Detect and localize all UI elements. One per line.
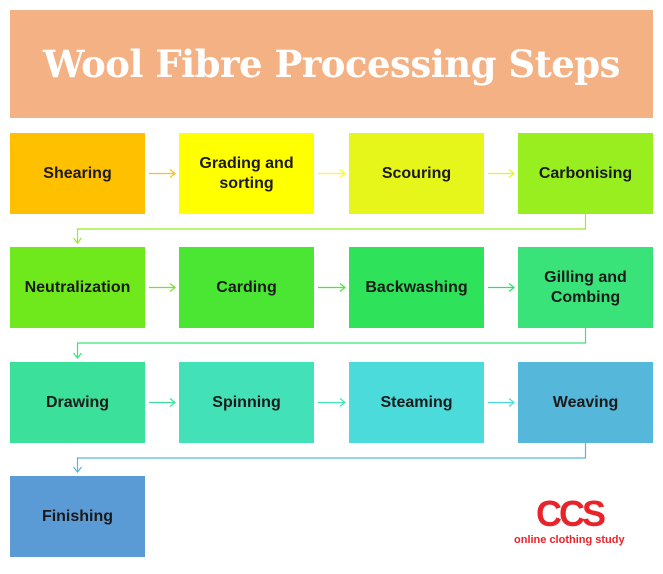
connector-0-head: [169, 169, 176, 178]
connector-7-head: [73, 352, 82, 359]
connector-4-head: [169, 283, 176, 292]
connector-2-head: [508, 169, 515, 178]
connector-11: [76, 443, 587, 472]
step-finishing: Finishing: [10, 476, 145, 557]
step-carbonising: Carbonising: [518, 133, 653, 214]
step-scouring: Scouring: [349, 133, 484, 214]
step-steaming: Steaming: [349, 362, 484, 443]
connector-9-head: [339, 398, 346, 407]
step-drawing: Drawing: [10, 362, 145, 443]
connector-7: [76, 328, 587, 358]
step-gilling-and-combing: Gilling and Combing: [518, 247, 653, 328]
connector-3-head: [73, 237, 82, 244]
step-carding: Carding: [179, 247, 314, 328]
step-neutralization: Neutralization: [10, 247, 145, 328]
ccs-logo: CCS online clothing study: [514, 496, 634, 550]
logo-mark: CCS: [536, 493, 606, 534]
step-shearing: Shearing: [10, 133, 145, 214]
connector-5-head: [339, 283, 346, 292]
step-spinning: Spinning: [179, 362, 314, 443]
connector-1-head: [339, 169, 346, 178]
step-grading-and-sorting: Grading and sorting: [179, 133, 314, 214]
connector-11-head: [73, 466, 82, 473]
connector-10-head: [508, 398, 515, 407]
connector-8-head: [169, 398, 176, 407]
connector-3: [76, 214, 587, 243]
step-weaving: Weaving: [518, 362, 653, 443]
title-banner: Wool Fibre Processing Steps: [10, 10, 653, 118]
logo-text: online clothing study: [514, 534, 625, 546]
step-backwashing: Backwashing: [349, 247, 484, 328]
page-title: Wool Fibre Processing Steps: [43, 42, 620, 86]
connector-6-head: [508, 283, 515, 292]
